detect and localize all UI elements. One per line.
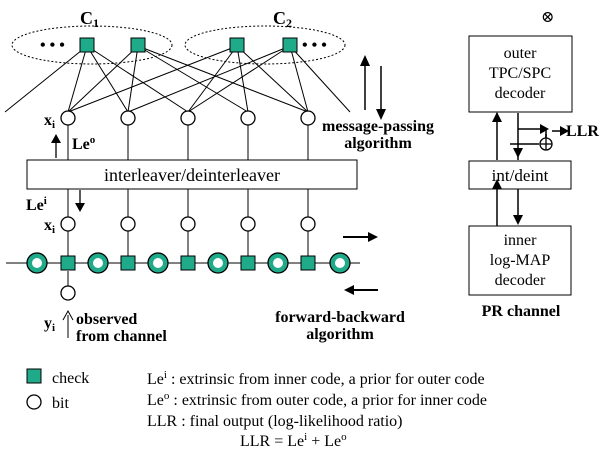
legend-bit-swatch	[26, 394, 42, 410]
forward-backward-line-2: algorithm	[306, 326, 374, 343]
bit-node	[300, 216, 316, 232]
int-deint-label: int/deint	[492, 166, 549, 185]
message-passing-arrows	[360, 55, 386, 120]
observed-line-2: from channel	[76, 328, 167, 345]
message-passing-line-2: algorithm	[344, 135, 412, 152]
check-node	[240, 255, 256, 271]
cluster-ellipse-c1	[11, 25, 173, 65]
channel-check-nodes	[60, 255, 316, 271]
arrow-to-sum	[540, 124, 549, 134]
check-node	[180, 255, 196, 271]
arrow-up-to-outer	[492, 112, 502, 122]
inner-decoder-line-2: log-MAP	[490, 252, 551, 269]
interleaver-label: interleaver/deinterleaver	[104, 165, 280, 185]
pr-channel-label: PR channel	[482, 303, 561, 320]
arrow-down-to-int	[513, 148, 523, 158]
observed-line-1: observed	[76, 311, 137, 328]
bit-node	[240, 216, 256, 232]
outer-decoder-line-1: outer	[504, 45, 538, 62]
bit-node	[300, 110, 316, 126]
arrow-up-to-int	[492, 179, 502, 189]
bit-node	[180, 110, 196, 126]
interleaver-box	[26, 159, 358, 190]
bit-node	[120, 216, 136, 232]
lei-arrow	[75, 190, 85, 212]
bit-node	[60, 110, 76, 126]
dots-right: • • •	[302, 37, 327, 54]
bit-node	[120, 110, 136, 126]
legend-bit-label: bit	[52, 395, 69, 412]
forward-backward-line-1: forward-backward	[275, 309, 405, 326]
check-node	[282, 37, 298, 53]
outer-decoder-line-2: TPC/SPC	[489, 65, 551, 82]
parity-connections	[4, 45, 351, 113]
check-node	[79, 37, 95, 53]
backward-arrow	[344, 285, 378, 295]
legend-check-swatch	[26, 368, 42, 384]
top-check-nodes	[79, 37, 298, 53]
inner-decoder-line-3: decoder	[495, 272, 546, 289]
code-cluster-c2: • • •	[184, 25, 346, 65]
outer-decoder-box	[468, 35, 573, 113]
xi-upper-label: xi	[44, 112, 55, 131]
bit-node	[60, 216, 76, 232]
legend-lei-line: Lei : extrinsic from inner code, a prior…	[147, 369, 485, 388]
lei-label: Lei	[26, 195, 47, 214]
check-node	[300, 255, 316, 271]
legend-llr-line: LLR : final output (log-likelihood ratio…	[147, 413, 403, 430]
dots-left: • • •	[40, 37, 65, 54]
inner-decoder-box	[468, 225, 572, 296]
c2-label: C2	[273, 8, 292, 30]
arrow-down-to-inner	[513, 215, 523, 225]
arrow-to-llr	[560, 126, 569, 136]
corner-symbol: ⊗	[541, 9, 554, 26]
yi-arrow	[62, 309, 74, 338]
int-deint-box	[468, 160, 572, 190]
upper-vertical-links	[67, 125, 309, 160]
check-node	[120, 255, 136, 271]
bit-node	[180, 216, 196, 232]
bit-node	[240, 110, 256, 126]
check-node	[229, 37, 245, 53]
forward-arrow	[343, 232, 378, 242]
legend-check-label: check	[52, 370, 89, 387]
observation-bit-node	[60, 285, 76, 301]
legend-llr-equation: LLR = Lei + Leo	[240, 431, 347, 450]
inner-decoder-line-1: inner	[504, 232, 538, 249]
c1-label: C1	[80, 8, 99, 30]
llr-output-label: LLR	[566, 123, 599, 140]
upper-bit-nodes	[60, 110, 316, 126]
check-node	[130, 37, 146, 53]
leo-label: Leo	[72, 134, 96, 153]
cluster-ellipse-c2	[184, 25, 346, 65]
check-node	[60, 255, 76, 271]
leo-arrow	[51, 134, 61, 158]
legend-leo-line: Leo : extrinsic from outer code, a prior…	[147, 390, 487, 409]
code-cluster-c1: • • •	[11, 25, 173, 65]
state-node-centers	[32, 258, 345, 268]
lower-bit-nodes	[60, 216, 316, 232]
outer-decoder-line-3: decoder	[495, 85, 546, 102]
yi-label: yi	[44, 315, 55, 334]
xi-lower-label: xi	[44, 217, 55, 236]
message-passing-line-1: message-passing	[322, 118, 434, 135]
lower-vertical-links	[67, 189, 309, 286]
